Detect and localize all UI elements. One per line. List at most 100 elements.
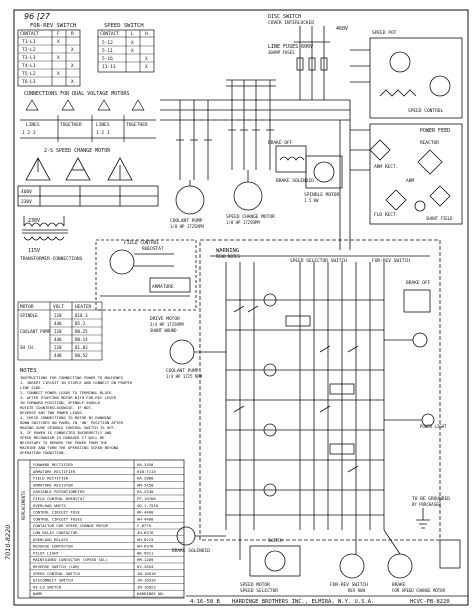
legend-item: DISCONNECT SWITCH [33,578,73,583]
transformer-connections: 230V 115V TRANSFORMER CONNECTIONS [20,216,83,262]
legend-item: ARMATURE RECTIFIER [33,469,76,474]
svg-text:COOLANT PUMP: COOLANT PUMP [166,368,199,374]
svg-text:SPEED CONTROL: SPEED CONTROL [408,108,444,114]
svg-text:FOR-REV SWITCH: FOR-REV SWITCH [30,23,76,29]
legend-item: CONTROL CIRCUIT FUSES [33,516,83,521]
svg-text:COVER INTERLOCKED: COVER INTERLOCKED [268,20,314,26]
legend-item: REVERSE CONTACTOR [33,544,73,549]
svg-text:FIELD CONTROL: FIELD CONTROL [124,240,160,246]
svg-text:230V: 230V [28,218,40,224]
svg-text:ARMATURE: ARMATURE [152,284,174,290]
svg-text:115V: 115V [28,248,40,254]
svg-text:BRAKE SOLENOID: BRAKE SOLENOID [276,178,314,184]
legend-part-no: DV-2854 [137,564,154,569]
svg-text:BRAKE OFF: BRAKE OFF [406,280,431,286]
legend-part-no: HIB-7115 [137,469,156,474]
svg-text:LINE FUSES 600V: LINE FUSES 600V [268,44,313,50]
legend-part-no: HH-6376 [137,544,154,549]
svg-text:READ NOTES: READ NOTES [216,254,241,259]
svg-text:DRIVE MOTOR: DRIVE MOTOR [150,316,180,322]
svg-text:230V: 230V [21,199,32,205]
drawing-date: 4-16-58 B [190,599,220,605]
drawing-number: HCVC-PB-8220 [410,599,450,605]
motor-heater: B5.3 [75,321,86,326]
legend-part-no: HARDINGE NO. [137,591,165,596]
svg-text:SPINDLE MOTOR: SPINDLE MOTOR [304,192,340,198]
svg-text:REV RUN: REV RUN [348,588,365,593]
note-line: SPEED MECHANISM IS DAMAGED IT WILL BE [20,435,105,440]
legend-item: LOW RELAY CONTACTOR [33,530,78,535]
legend-item: NAME [33,591,43,596]
note-line: OPERATION CONDITION. [20,450,66,455]
fwd-rev-mark: X [57,39,60,45]
svg-text:1 2 3: 1 2 3 [22,130,36,136]
svg-text:FOR-REV SWITCH: FOR-REV SWITCH [330,582,368,588]
note-line: MAKING SURE SPINDLE CONTROL SWITCH IS OF… [20,425,116,430]
legend-part-no: HK-4400 [137,510,154,515]
legend-item: VARIABLE POTENTIOMETER [33,489,85,494]
legend-part-no: HM-3450 [137,482,154,487]
svg-text:VOLT: VOLT [53,304,64,310]
note-line: 1. INSERT CIRCUIT IN STAPLE AND CONNECT … [20,380,133,385]
svg-text:30AMP FUSES: 30AMP FUSES [268,50,295,55]
fwd-rev-contact: T1-L1 [22,39,36,45]
svg-text:ARM: ARM [406,178,414,184]
svg-text:FOR SPEED CHANGE MOTOR: FOR SPEED CHANGE MOTOR [392,588,446,593]
legend-part-no: HA-3450 [137,462,154,467]
note-line: LINE SIDE. [20,385,43,390]
company-name: HARDINGE BROTHERS INC., ELMIRA, N.Y. U.S… [232,599,374,605]
svg-text:1.5 KW: 1.5 KW [304,198,319,203]
svg-text:WARNING: WARNING [216,248,239,254]
legend-item: HI-LO SWITCH [33,584,62,589]
speed-mark: X [145,64,148,70]
legend-item: CONTACTOR FOR SPEED CHANGE MOTOR [33,523,109,528]
legend-part-no: SD-1-7510 [137,503,159,508]
legend-item: MAINTAINED CONTACTOR (SPEED SEL) [33,557,108,562]
drawing-border [13,9,469,606]
svg-text:ARM RECT.: ARM RECT. [374,164,398,170]
legend-part-no: JN-10916 [137,571,156,576]
speed-mark: X [131,40,134,46]
svg-text:BRAKE: BRAKE [392,582,406,588]
speed-mark: X [131,48,134,54]
note-line: 4. CHECK CONNECTIONS TO MOTOR BY RUNNING [20,415,112,420]
fwd-rev-contact: T6-L3 [22,79,36,85]
fwd-rev-contact: T2-L2 [22,47,36,53]
svg-text:LINES: LINES [26,122,40,128]
motor-volt: 220 [54,313,62,318]
motor-volt: 440 [54,353,62,358]
two-speed-motor-connections: 2-S SPEED CHANGE MOTOR 460V 230V [17,148,159,207]
speed-contact: 11-13 [102,64,116,70]
svg-text:POWER FEED: POWER FEED [420,128,450,134]
svg-text:LINES: LINES [96,122,110,128]
legend-part-no: RA-2530 [137,489,154,494]
svg-text:HEATER: HEATER [75,304,92,310]
speed-mark: X [145,56,148,62]
fwd-rev-mark: X [71,63,74,69]
legend-part-no: F-8779 [137,523,152,528]
motor-name: SPINDLE [20,313,38,318]
svg-text:L: L [131,31,134,37]
svg-text:H: H [145,31,148,37]
svg-text:1/4 HP 1725 RPM: 1/4 HP 1725 RPM [166,374,203,379]
note-line: DOWN SWITCHES ON PANEL IN 'ON' POSITION … [20,420,124,425]
note-line: 5. IF POWER IS CONNECTED INCORRECTLY AND [20,430,112,435]
handwritten-code: 96 [27 [24,12,51,21]
legend-item: ARMATURE RESISTOR [33,482,73,487]
svg-text:1 2 3: 1 2 3 [96,130,110,136]
svg-text:F: F [57,31,60,37]
svg-text:SPEED POT: SPEED POT [372,30,397,36]
legend-part-no: JN-10923 [137,584,156,589]
svg-text:FOR-REV SWITCH: FOR-REV SWITCH [372,258,410,264]
legend-part-no: PF-10768 [137,496,156,501]
svg-text:RHEOSTAT: RHEOSTAT [142,246,164,252]
speed-contact: 5-11 [102,48,113,54]
note-line: IN FORWARD POSITION, SPINDLE SHOULD [20,400,101,405]
legend-part-no: JH-6376 [137,530,154,535]
speed-contact: 5-12 [102,40,113,46]
legend-part-no: HK-9911 [137,550,154,555]
legend-item: PILOT LIGHT [33,550,59,555]
